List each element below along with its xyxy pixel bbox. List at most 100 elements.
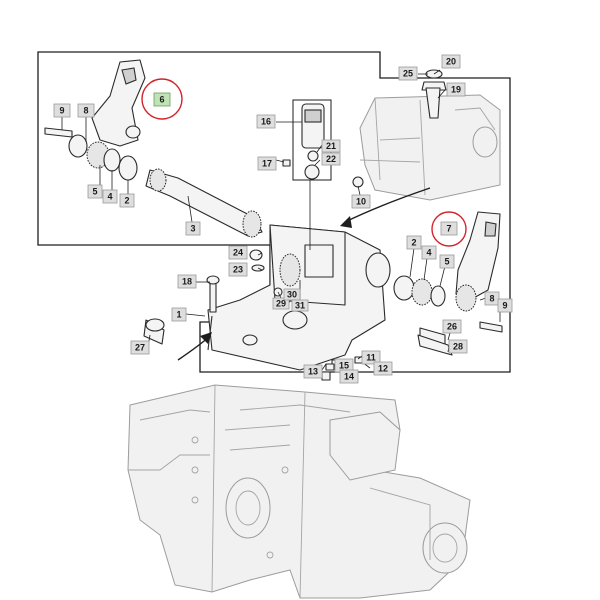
- callout-11: 11: [361, 350, 381, 365]
- callout-box: [440, 221, 458, 236]
- highlight-circle-7: [431, 211, 467, 247]
- callout-number: 29: [276, 299, 286, 309]
- callout-30: 30: [283, 288, 301, 301]
- callout-box: [77, 103, 95, 118]
- callout-box: [442, 319, 462, 334]
- callout-9-left: 9: [53, 103, 71, 118]
- callout-number: 9: [502, 301, 507, 311]
- callout-9-right: 9: [497, 298, 513, 313]
- callout-2-left: 2: [119, 193, 135, 208]
- callout-21: 21: [321, 139, 341, 153]
- callout-12: 12: [373, 361, 393, 376]
- callout-14: 14: [339, 369, 359, 384]
- callout-box: [153, 92, 171, 107]
- callout-number: 6: [159, 95, 164, 105]
- callout-number: 19: [451, 85, 461, 95]
- callout-number: 9: [59, 106, 64, 116]
- callout-number: 14: [344, 372, 354, 382]
- callout-10: 10: [351, 194, 371, 209]
- callout-25: 25: [398, 66, 418, 81]
- callout-29: 29: [272, 297, 290, 310]
- callout-number: 1: [176, 310, 181, 320]
- callout-number: 2: [124, 196, 129, 206]
- callout-number: 15: [339, 361, 349, 371]
- callout-1: 1: [171, 307, 187, 322]
- valve-unit: [282, 99, 332, 181]
- callout-number: 2: [411, 238, 416, 248]
- callout-4-right: 4: [421, 245, 437, 260]
- callout-number: 30: [287, 290, 297, 300]
- callout-number: 17: [262, 159, 272, 169]
- callout-28: 28: [448, 339, 468, 354]
- callout-box: [177, 274, 197, 289]
- callout-box: [339, 369, 359, 384]
- right-lift-arm: [455, 211, 501, 312]
- callout-5-left: 5: [87, 184, 103, 199]
- callout-7: 7: [440, 221, 458, 236]
- callout-number: 16: [261, 117, 271, 127]
- callout-number: 20: [446, 57, 456, 67]
- callout-number: 28: [453, 342, 463, 352]
- callout-box: [130, 340, 150, 355]
- callout-number: 27: [135, 343, 145, 353]
- callout-8-left: 8: [77, 103, 95, 118]
- callout-box: [351, 194, 371, 209]
- callout-18: 18: [177, 274, 197, 289]
- callout-box: [87, 184, 103, 199]
- callout-number: 10: [356, 197, 366, 207]
- callout-2-right: 2: [406, 235, 422, 250]
- callout-3: 3: [185, 221, 201, 236]
- callout-number: 25: [403, 69, 413, 79]
- callout-number: 11: [366, 353, 376, 363]
- callout-5-right: 5: [439, 254, 455, 269]
- callout-box: [228, 262, 248, 277]
- callout-27: 27: [130, 340, 150, 355]
- callout-box: [102, 189, 118, 204]
- assembly-arrows: [177, 180, 431, 361]
- callout-6: 6: [153, 92, 171, 107]
- right-shaft-components: [393, 275, 503, 356]
- callout-number: 8: [83, 106, 88, 116]
- callout-box: [361, 350, 381, 365]
- leader-lines: [61, 69, 501, 377]
- callout-26: 26: [442, 319, 462, 334]
- callout-box: [448, 339, 468, 354]
- callout-number: 7: [446, 224, 451, 234]
- callout-box: [446, 82, 466, 97]
- callout-box: [439, 254, 455, 269]
- callout-number: 12: [378, 364, 388, 374]
- callout-labels: 9 8 6 5 4 2 3 16 21 22 17 20 25 19 10 7 …: [53, 54, 513, 384]
- callout-number: 22: [326, 154, 336, 164]
- callout-8-right: 8: [484, 291, 500, 306]
- callout-number: 4: [426, 248, 431, 258]
- callout-box: [53, 103, 71, 118]
- callout-number: 21: [326, 141, 336, 151]
- highlight-circle-6: [141, 78, 183, 120]
- callout-number: 5: [92, 187, 97, 197]
- callout-box: [321, 152, 341, 166]
- callout-box: [321, 139, 341, 153]
- callout-box: [272, 297, 290, 310]
- callout-box: [257, 156, 277, 171]
- callout-box: [398, 66, 418, 81]
- callout-number: 5: [444, 257, 449, 267]
- callout-19: 19: [446, 82, 466, 97]
- callout-box: [256, 114, 276, 129]
- left-shaft-components: [44, 127, 263, 238]
- callout-box: [303, 364, 323, 379]
- callout-box: [441, 54, 461, 69]
- callout-23: 23: [228, 262, 248, 277]
- callout-box: [228, 245, 248, 260]
- assembly-frame: [37, 51, 511, 373]
- callout-number: 24: [233, 248, 243, 258]
- fasteners: [143, 69, 447, 381]
- callout-box: [291, 299, 309, 312]
- callout-box: [119, 193, 135, 208]
- upper-housing-ghost: [359, 94, 501, 201]
- callout-31: 31: [291, 299, 309, 312]
- callout-number: 13: [308, 367, 318, 377]
- callout-box: [421, 245, 437, 260]
- callout-number: 8: [489, 294, 494, 304]
- callout-number: 4: [107, 192, 112, 202]
